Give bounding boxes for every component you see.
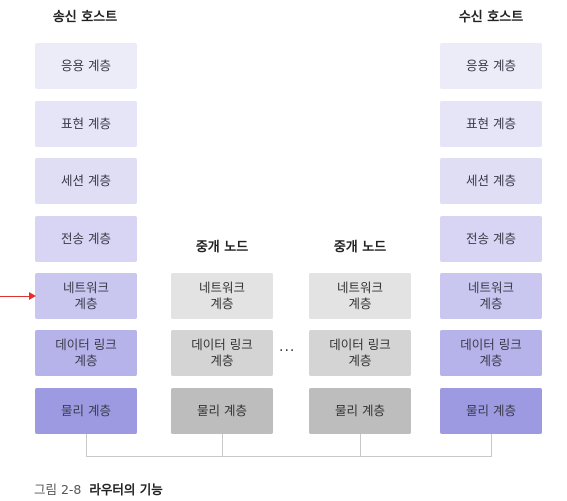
- sender-physical-layer: 물리 계층: [35, 388, 137, 434]
- receiver-physical-layer: 물리 계층: [440, 388, 542, 434]
- receiver-host-title: 수신 호스트: [458, 10, 524, 25]
- sender-session-layer: 세션 계층: [35, 158, 137, 204]
- sender-host-title: 송신 호스트: [52, 10, 118, 25]
- receiver-datalink-layer: 데이터 링크 계층: [440, 330, 542, 376]
- sender-network-layer: 네트워크 계층: [35, 273, 137, 319]
- receiver-application-layer: 응용 계층: [440, 43, 542, 89]
- sender-datalink-layer: 데이터 링크 계층: [35, 330, 137, 376]
- receiver-transport-layer: 전송 계층: [440, 216, 542, 262]
- connector-drop-relay2: [360, 434, 361, 456]
- connector-bus: [86, 456, 492, 457]
- sender-application-layer: 응용 계층: [35, 43, 137, 89]
- connector-drop-relay1: [222, 434, 223, 456]
- arrow-head-icon: [29, 292, 36, 300]
- receiver-session-layer: 세션 계층: [440, 158, 542, 204]
- connector-drop-receiver: [491, 434, 492, 456]
- relay1-physical-layer: 물리 계층: [171, 388, 273, 434]
- figure-number: 그림 2-8: [34, 482, 82, 497]
- relay2-network-layer: 네트워크 계층: [309, 273, 411, 319]
- relay-node-title-2: 중개 노드: [333, 240, 387, 255]
- relay1-datalink-layer: 데이터 링크 계층: [171, 330, 273, 376]
- receiver-network-layer: 네트워크 계층: [440, 273, 542, 319]
- arrow-line: [0, 296, 30, 297]
- ellipsis: ···: [279, 343, 296, 359]
- sender-presentation-layer: 표현 계층: [35, 101, 137, 147]
- relay2-physical-layer: 물리 계층: [309, 388, 411, 434]
- relay-node-title-1: 중개 노드: [195, 240, 249, 255]
- sender-transport-layer: 전송 계층: [35, 216, 137, 262]
- relay1-network-layer: 네트워크 계층: [171, 273, 273, 319]
- relay2-datalink-layer: 데이터 링크 계층: [309, 330, 411, 376]
- figure-caption: 그림 2-8 라우터의 기능: [34, 479, 163, 498]
- connector-drop-sender: [86, 434, 87, 456]
- receiver-presentation-layer: 표현 계층: [440, 101, 542, 147]
- figure-title: 라우터의 기능: [89, 482, 163, 497]
